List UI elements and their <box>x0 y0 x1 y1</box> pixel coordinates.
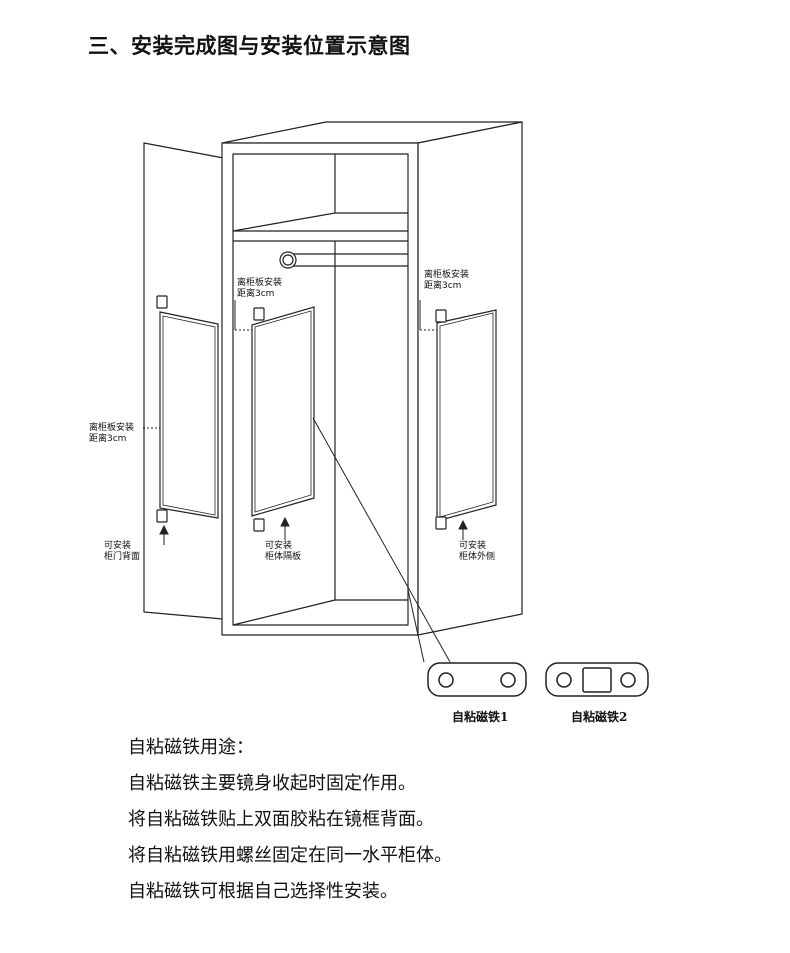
instruction-line: 将自粘磁铁贴上双面胶粘在镜框背面。 <box>128 809 434 830</box>
outside-label: 可安装 柜体外侧 <box>459 541 496 562</box>
instruction-line: 自粘磁铁主要镜身收起时固定作用。 <box>128 773 416 794</box>
partition-label: 可安装 柜体隔板 <box>265 541 302 562</box>
door-mirror <box>156 295 219 523</box>
partition-mirror <box>251 306 315 532</box>
magnet-1-caption: 自粘磁铁1 <box>452 710 509 724</box>
wardrobe-diagram <box>143 121 649 697</box>
magnet-2-shape <box>545 662 649 697</box>
door-back-label: 可安装 柜门背面 <box>104 541 141 562</box>
magnet-1-shape <box>427 662 527 697</box>
hanging-rod-end <box>279 251 297 269</box>
magnet-2-caption: 自粘磁铁2 <box>571 710 628 724</box>
instructions-block: 自粘磁铁用途： 自粘磁铁主要镜身收起时固定作用。 将自粘磁铁贴上双面胶粘在镜框背… <box>128 730 452 910</box>
instruction-line: 将自粘磁铁用螺丝固定在同一水平柜体。 <box>128 845 452 866</box>
door-distance-label: 离柜板安装 距离3cm <box>89 423 135 444</box>
partition-distance-label: 离柜板安装 距离3cm <box>237 278 283 299</box>
instruction-line: 自粘磁铁用途： <box>128 737 254 758</box>
instruction-line: 自粘磁铁可根据自己选择性安装。 <box>128 881 398 902</box>
page-title: 三、安装完成图与安装位置示意图 <box>88 34 411 58</box>
outside-distance-label: 离柜板安装 距离3cm <box>424 270 470 291</box>
outside-mirror <box>435 309 497 530</box>
cabinet-opening <box>232 153 409 626</box>
